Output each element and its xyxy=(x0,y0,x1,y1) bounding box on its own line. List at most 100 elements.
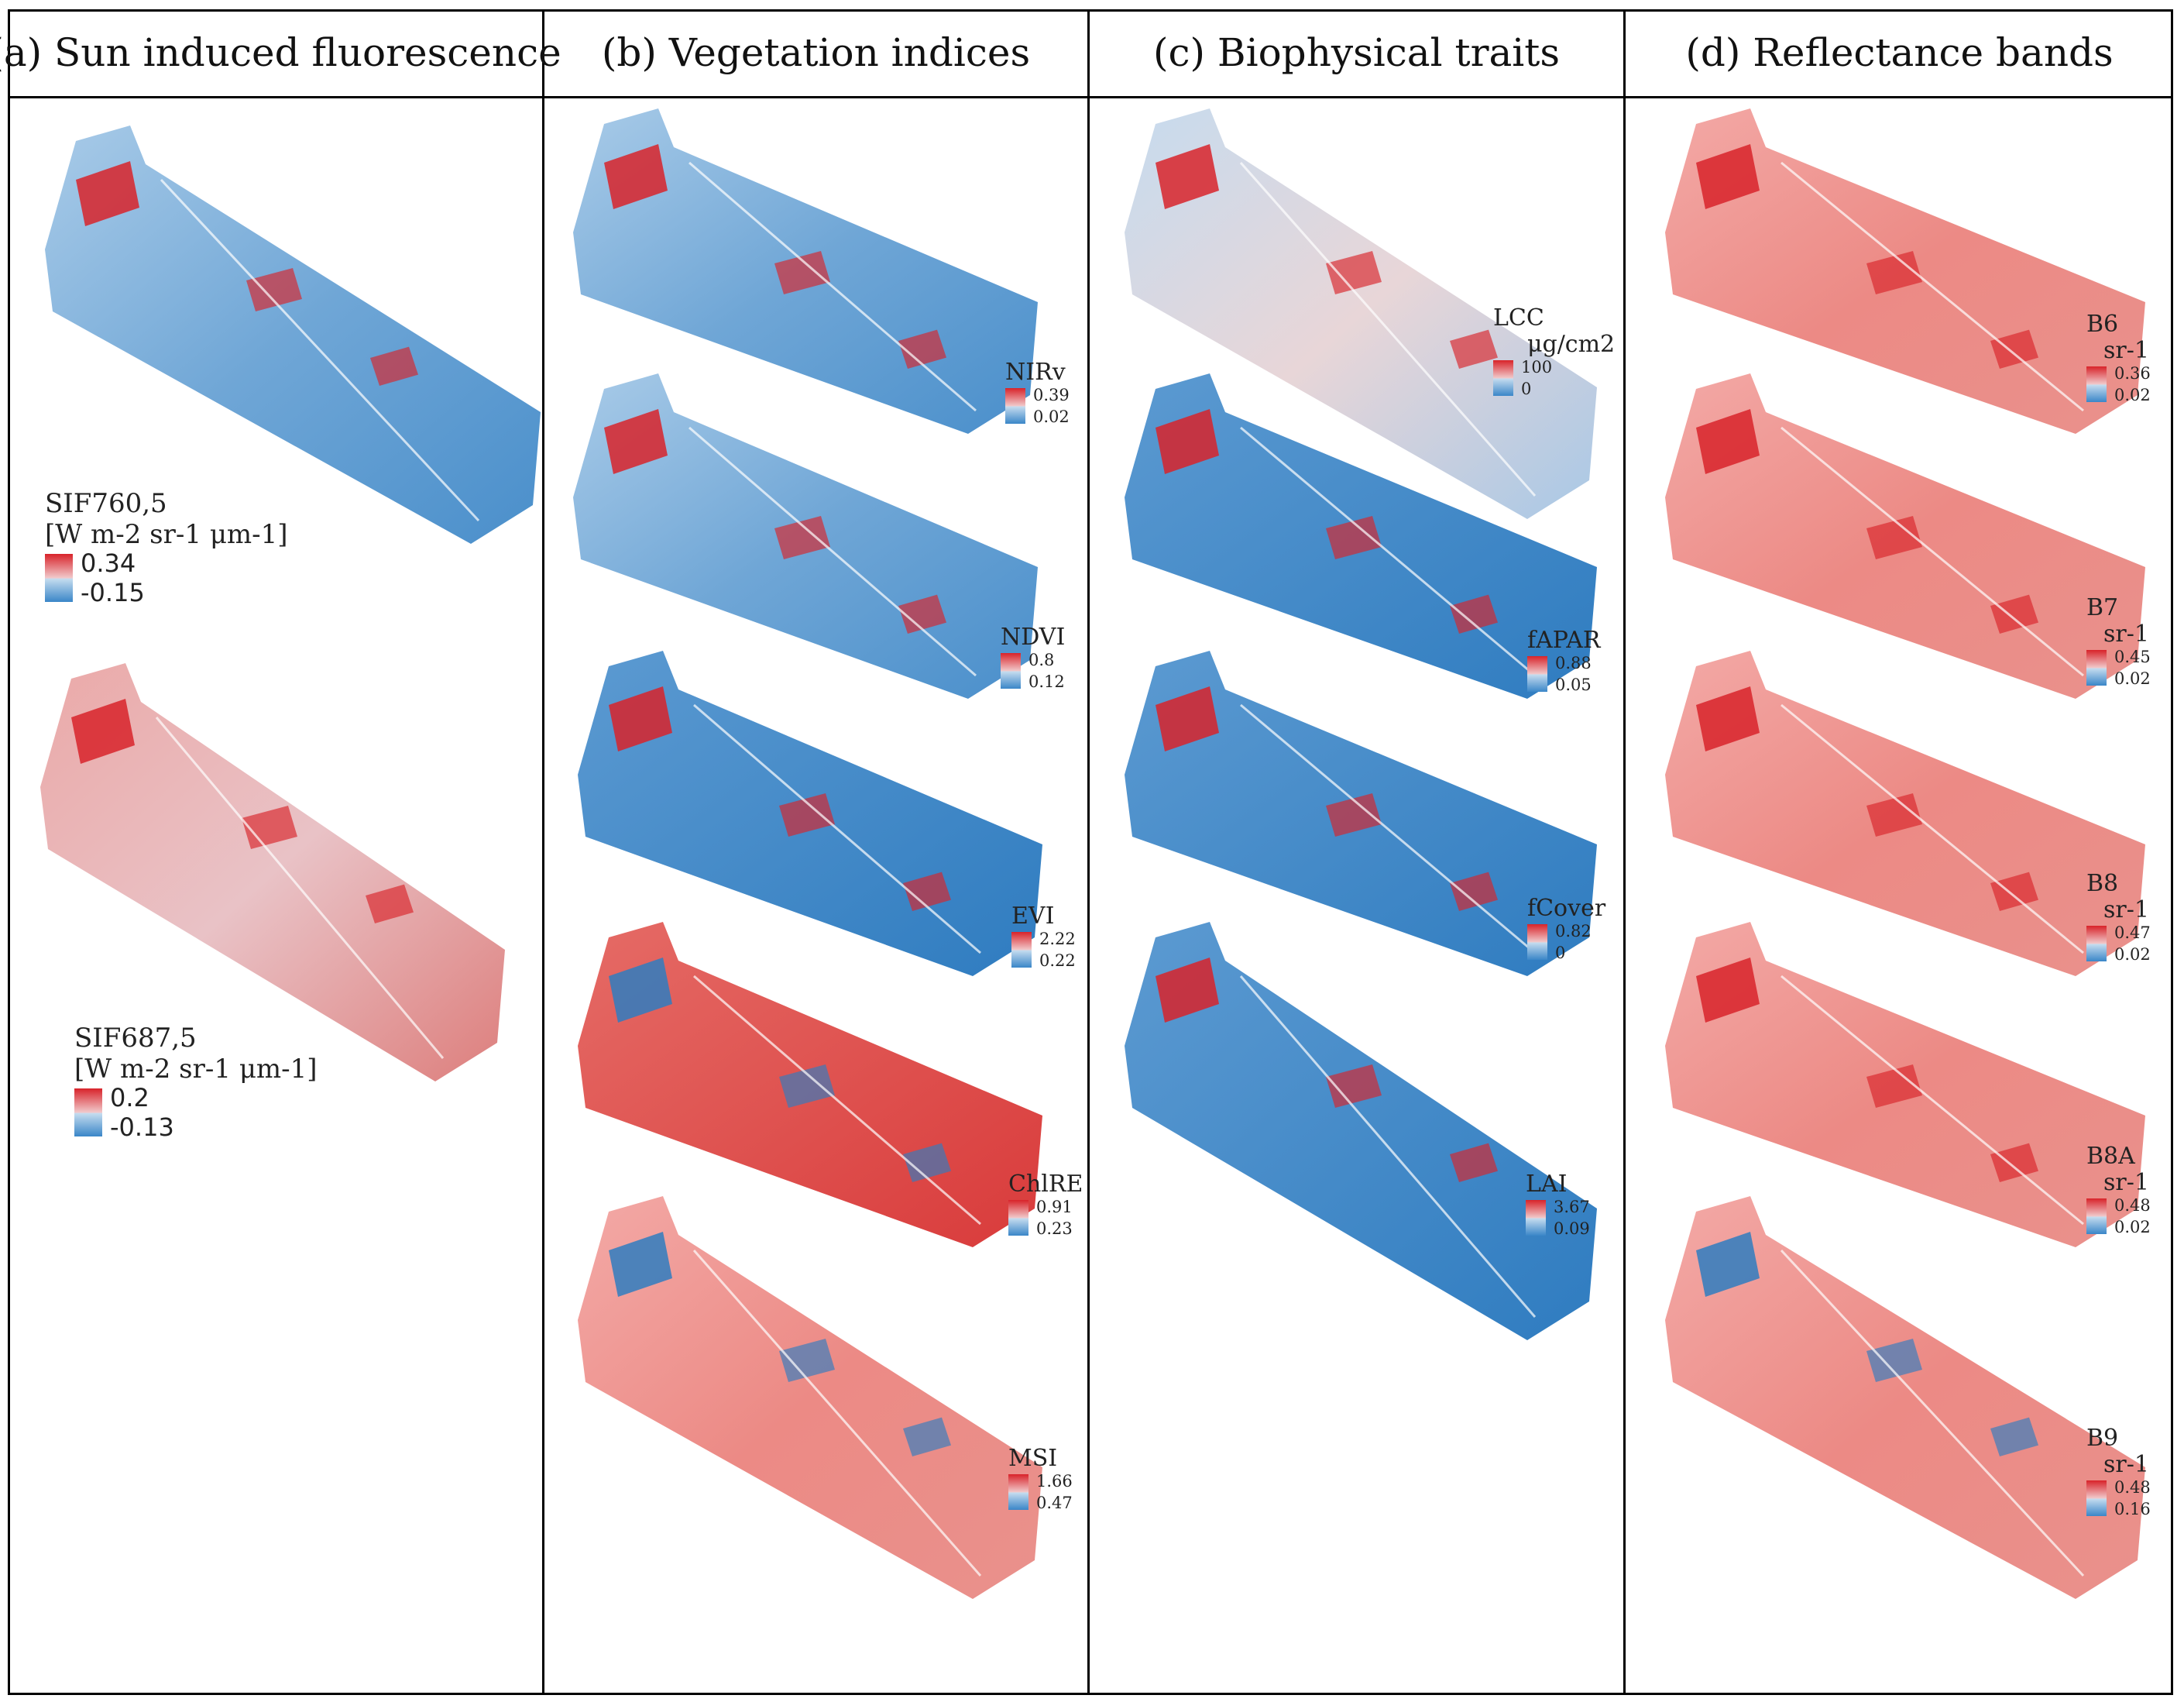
field-patch xyxy=(898,594,946,634)
panel-b: (b) Vegetation indices xyxy=(544,9,1087,1695)
legend-max: 1.66 xyxy=(1036,1472,1073,1491)
map-lai xyxy=(1125,922,1597,1340)
panel-a: (a) Sun induced fluorescence xyxy=(0,9,561,1695)
road-line xyxy=(693,975,981,1226)
legend-max: 0.45 xyxy=(2114,648,2151,666)
field-patch xyxy=(1326,251,1382,294)
road-line xyxy=(1781,975,2084,1226)
field-patch xyxy=(1990,1417,2038,1456)
map-fapar xyxy=(1125,373,1597,699)
colorbar xyxy=(1008,1474,1028,1510)
field-patch xyxy=(903,1417,951,1456)
field-patch xyxy=(774,516,830,559)
map-sif687 xyxy=(40,663,505,1081)
panel-title: (d) Reflectance bands xyxy=(1685,30,2114,75)
legend-ndvi: NDVI 0.8 0.12 xyxy=(1001,624,1065,691)
figure-frame xyxy=(8,9,2173,1695)
field-patch xyxy=(609,1232,672,1297)
field-patch xyxy=(242,806,297,849)
legend-name: ChlRE xyxy=(1008,1171,1083,1198)
legend-max: 0.2 xyxy=(110,1083,149,1112)
field-patch xyxy=(1990,872,2038,911)
legend-min: 0.02 xyxy=(2114,386,2151,404)
colorbar xyxy=(1001,653,1021,689)
legend-unit: sr-1 xyxy=(2103,621,2149,648)
field-strip xyxy=(1665,1196,2145,1599)
legend-min: 0.16 xyxy=(2114,1500,2151,1518)
field-patch xyxy=(1326,1064,1382,1108)
header-rule xyxy=(8,96,2173,98)
legend-min: 0.22 xyxy=(1039,951,1076,970)
field-patch xyxy=(1696,1232,1760,1297)
colorbar xyxy=(1526,1200,1546,1236)
panel-title: (a) Sun induced fluorescence xyxy=(0,30,561,75)
road-line xyxy=(1239,975,1537,1318)
field-patch xyxy=(1990,329,2038,369)
field-patch xyxy=(1696,409,1760,474)
colorbar xyxy=(74,1088,102,1136)
road-line xyxy=(1781,161,2084,412)
field-strip xyxy=(1125,108,1597,519)
legend-max: 0.48 xyxy=(2114,1478,2151,1497)
legend-name: B6 xyxy=(2086,311,2119,338)
legend-name: NDVI xyxy=(1001,624,1066,651)
colorbar xyxy=(1008,1200,1028,1236)
field-patch xyxy=(774,251,830,294)
field-patch xyxy=(898,329,946,369)
legend-min: 0.02 xyxy=(2114,1218,2151,1236)
legend-min: 0.02 xyxy=(2114,945,2151,964)
field-patch xyxy=(366,884,414,923)
road-line xyxy=(1239,162,1537,497)
legend-name: SIF687,5 xyxy=(74,1023,197,1054)
panel-separator xyxy=(542,9,544,1695)
field-strip xyxy=(578,1196,1042,1599)
legend-unit: [W m-2 sr-1 μm-1] xyxy=(74,1054,318,1085)
legend-name: fCover xyxy=(1527,895,1606,922)
legend-min: -0.13 xyxy=(110,1112,174,1142)
field-patch xyxy=(1450,872,1498,911)
field-patch xyxy=(1866,1064,1922,1108)
legend-name: MSI xyxy=(1008,1445,1058,1472)
map-ndvi xyxy=(573,373,1038,699)
field-patch xyxy=(1866,516,1922,559)
colorbar xyxy=(2086,1198,2107,1234)
panel-separator xyxy=(1623,9,1626,1695)
road-line xyxy=(155,717,445,1059)
field-patch xyxy=(1866,251,1922,294)
legend-max: 0.8 xyxy=(1028,651,1055,669)
field-patch xyxy=(1450,1143,1498,1182)
field-patch xyxy=(1156,409,1219,474)
field-patch xyxy=(903,1143,951,1182)
field-patch xyxy=(1450,329,1498,369)
legend-sif760: SIF760,5 [W m-2 sr-1 μm-1] 0.34-0.15 xyxy=(45,488,288,606)
field-patch xyxy=(1990,594,2038,634)
field-strip xyxy=(45,126,541,544)
field-patch xyxy=(1990,1143,2038,1182)
field-patch xyxy=(370,346,418,386)
colorbar xyxy=(1527,656,1547,692)
legend-min: 0.12 xyxy=(1028,672,1065,691)
field-patch xyxy=(779,1339,835,1382)
colorbar xyxy=(45,554,73,602)
road-line xyxy=(1780,1249,2085,1577)
legend-unit: sr-1 xyxy=(2103,896,2149,923)
road-line xyxy=(689,426,977,677)
colorbar xyxy=(2086,650,2107,686)
field-patch xyxy=(1866,1339,1922,1382)
colorbar xyxy=(1005,388,1025,424)
legend-min: 0 xyxy=(1555,944,1566,962)
field-patch xyxy=(903,872,951,911)
panel-title: (c) Biophysical traits xyxy=(1152,30,1561,75)
map-lcc xyxy=(1125,108,1597,519)
field-patch xyxy=(609,958,672,1023)
map-fcover xyxy=(1125,651,1597,976)
panel-c: (c) Biophysical traits xyxy=(1090,9,1623,1695)
